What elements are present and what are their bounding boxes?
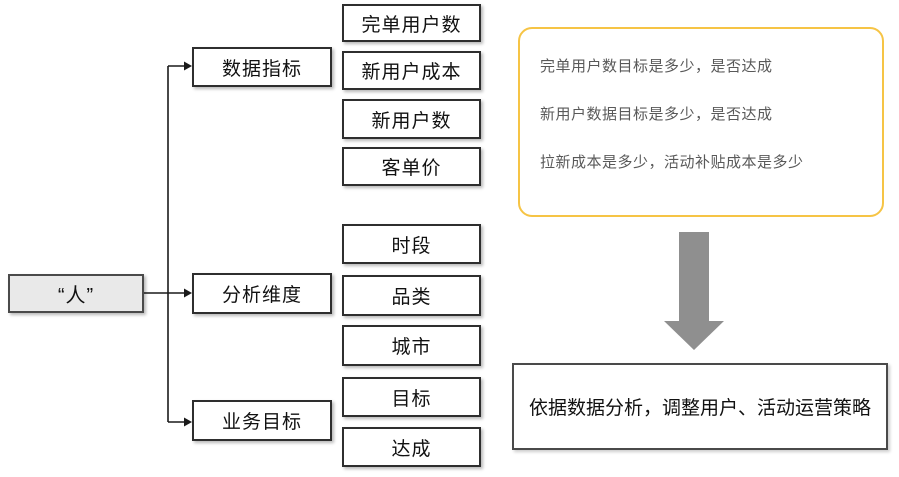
root-node-person: “人” [8, 274, 144, 313]
item-label: 客单价 [381, 158, 442, 179]
item-box-target: 目标 [342, 377, 481, 417]
item-box-time-period: 时段 [342, 224, 481, 264]
arrowhead-business-goals-icon [184, 417, 192, 427]
item-label: 完单用户数 [361, 14, 462, 36]
item-label: 达成 [391, 438, 432, 460]
arrowhead-analysis-dimensions-icon [184, 288, 192, 298]
conclusion-label: 依据数据分析，调整用户、活动运营策略 [528, 398, 871, 419]
note-line-2: 新用户数据目标是多少，是否达成 [540, 106, 773, 123]
item-box-city: 城市 [342, 325, 481, 366]
item-label: 品类 [391, 287, 432, 308]
category-box-data-metrics: 数据指标 [192, 47, 332, 87]
category-label: 分析维度 [221, 285, 302, 306]
question-note-box: 完单用户数目标是多少，是否达成 新用户数据目标是多少，是否达成 拉新成本是多少，… [518, 27, 884, 217]
category-label: 数据指标 [221, 58, 302, 80]
conclusion-box: 依据数据分析，调整用户、活动运营策略 [512, 363, 888, 450]
category-box-business-goals: 业务目标 [192, 400, 332, 441]
note-line-1: 完单用户数目标是多少，是否达成 [540, 58, 773, 75]
item-box-achieved: 达成 [342, 427, 481, 467]
item-box-new-user-cost: 新用户成本 [342, 51, 481, 90]
category-label: 业务目标 [221, 412, 302, 433]
item-box-completed-order-users: 完单用户数 [342, 4, 481, 42]
item-box-new-user-count: 新用户数 [342, 99, 481, 139]
down-arrow-icon [664, 232, 724, 350]
item-label: 新用户成本 [361, 62, 462, 83]
item-label: 新用户数 [371, 110, 452, 132]
item-label: 时段 [391, 235, 432, 257]
item-label: 城市 [391, 337, 432, 358]
item-box-avg-order-value: 客单价 [342, 147, 481, 186]
root-node-label: “人” [57, 285, 95, 307]
category-box-analysis-dimensions: 分析维度 [192, 273, 332, 314]
arrowhead-data-metrics-icon [184, 61, 192, 71]
note-line-3: 拉新成本是多少，活动补贴成本是多少 [540, 154, 804, 171]
item-box-category: 品类 [342, 275, 481, 316]
item-label: 目标 [391, 388, 432, 410]
